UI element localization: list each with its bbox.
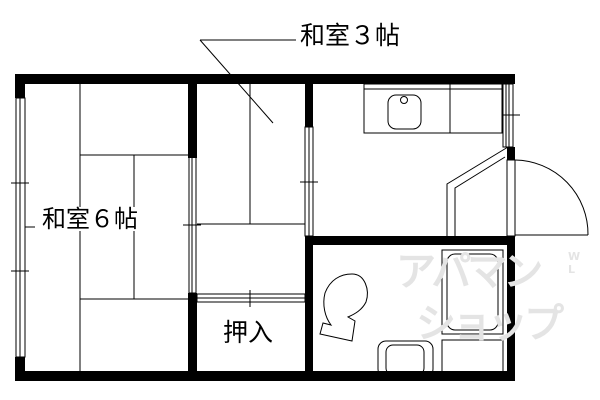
sliding-door-6jo-3jo[interactable] [183,156,201,294]
room-label-oshiire: 押入 [223,318,274,347]
walls [15,74,515,381]
watermark-line1: アパマン [396,249,543,295]
bathtub [441,249,504,373]
room-label-washitsu-6: 和室６帖 [40,205,140,233]
watermark-small: WL [568,250,581,276]
room-label-washitsu-3: 和室３帖 [300,21,401,50]
window-kitchen-right [502,83,520,148]
drain-icon [400,96,408,104]
entrance-door[interactable] [506,159,589,237]
kitchen-sink [387,94,422,130]
entrance-step [446,146,509,236]
kitchen-counter [363,83,503,134]
closet-sliding-door[interactable] [196,290,306,307]
washbasin [377,340,434,378]
toilet [319,273,368,342]
tatami-3jo [197,84,305,225]
window-3jo-kitchen[interactable] [300,126,318,237]
watermark-line2: ショップ [416,301,564,347]
